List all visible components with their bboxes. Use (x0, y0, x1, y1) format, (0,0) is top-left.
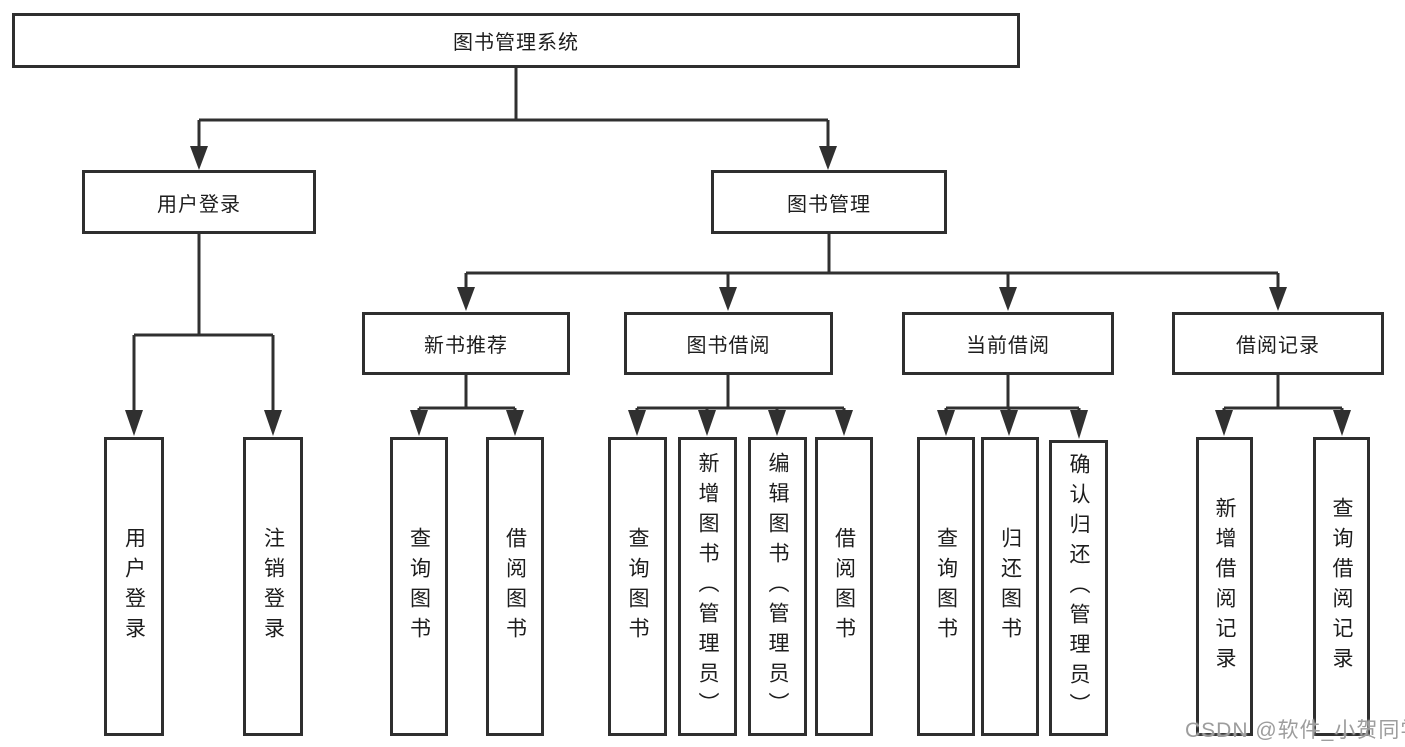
arrowheads (125, 146, 1351, 439)
node-label: 归还图书 (998, 526, 1022, 647)
leaf-query-borrow-record: 查询借阅记录 (1313, 437, 1370, 736)
node-label: 注销登录 (261, 526, 285, 647)
leaf-query-books-recommend: 查询图书 (390, 437, 448, 736)
node-label: 图书借阅 (686, 335, 771, 357)
node-label: 借阅图书 (503, 526, 527, 647)
leaf-add-book-admin: 新增图书（管理员） (678, 437, 737, 736)
node-current-borrow: 当前借阅 (902, 312, 1114, 375)
node-label: 当前借阅 (966, 335, 1050, 357)
node-new-book-recommend: 新书推荐 (362, 312, 570, 375)
node-label: 新增借阅记录 (1213, 496, 1236, 677)
node-user-login: 用户登录 (82, 170, 316, 234)
leaf-return-book: 归还图书 (981, 437, 1039, 736)
leaf-logout: 注销登录 (243, 437, 303, 736)
node-label: 借阅图书 (832, 526, 856, 647)
node-borrow-records: 借阅记录 (1172, 312, 1384, 375)
node-label: 借阅记录 (1236, 335, 1320, 357)
node-label: 查询图书 (626, 526, 649, 647)
node-label: 新书推荐 (424, 335, 508, 357)
node-label: 用户登录 (157, 193, 241, 216)
leaf-edit-book-admin: 编辑图书（管理员） (748, 437, 807, 736)
node-label: 编辑图书（管理员） (766, 451, 789, 722)
node-book-borrow: 图书借阅 (624, 312, 833, 375)
csdn-watermark: CSDN @软件_小贺同学 (1185, 719, 1405, 742)
node-label: 图书管理 (787, 193, 871, 216)
leaf-borrow-books: 借阅图书 (815, 437, 873, 736)
node-label: 图书管理系统 (453, 32, 579, 54)
leaf-user-login: 用户登录 (104, 437, 164, 736)
node-library-management-system: 图书管理系统 (12, 13, 1020, 68)
node-label: 用户登录 (122, 526, 146, 647)
leaf-borrow-books-recommend: 借阅图书 (486, 437, 544, 736)
node-label: 确认归还（管理员） (1067, 453, 1090, 723)
leaf-query-books-current: 查询图书 (917, 437, 975, 736)
leaf-add-borrow-record: 新增借阅记录 (1196, 437, 1253, 736)
node-label: 查询图书 (407, 526, 431, 647)
node-label: 查询借阅记录 (1330, 496, 1353, 677)
node-book-management: 图书管理 (711, 170, 947, 234)
leaf-confirm-return-admin: 确认归还（管理员） (1049, 440, 1108, 736)
node-label: 查询图书 (934, 526, 958, 647)
leaf-query-books-borrow: 查询图书 (608, 437, 667, 736)
node-label: 新增图书（管理员） (696, 451, 719, 722)
